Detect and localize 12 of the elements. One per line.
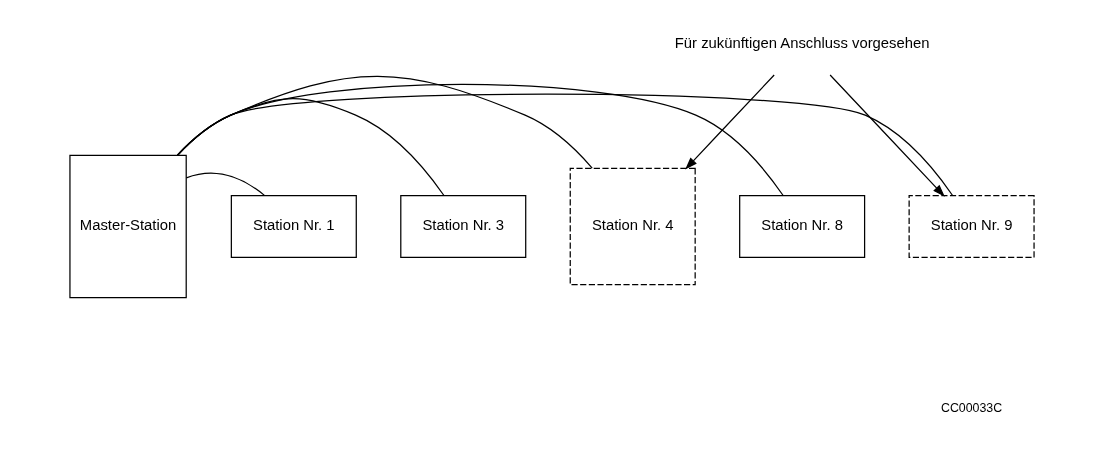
node-box: Station Nr. 1: [230, 194, 357, 259]
node-box: Station Nr. 9: [908, 194, 1035, 259]
node-box: Station Nr. 8: [738, 194, 865, 259]
node-box: Master-Station: [68, 154, 187, 299]
connector: [176, 93, 953, 196]
node-text: Für zukünftigen Anschluss vorgesehen: [674, 34, 929, 51]
arrow: [684, 74, 775, 170]
node-box: Station Nr. 3: [399, 194, 526, 259]
label: CC00033C: [940, 401, 1002, 416]
arrow: [829, 74, 945, 197]
connector: [185, 172, 265, 196]
node-box: Station Nr. 4: [569, 167, 696, 286]
